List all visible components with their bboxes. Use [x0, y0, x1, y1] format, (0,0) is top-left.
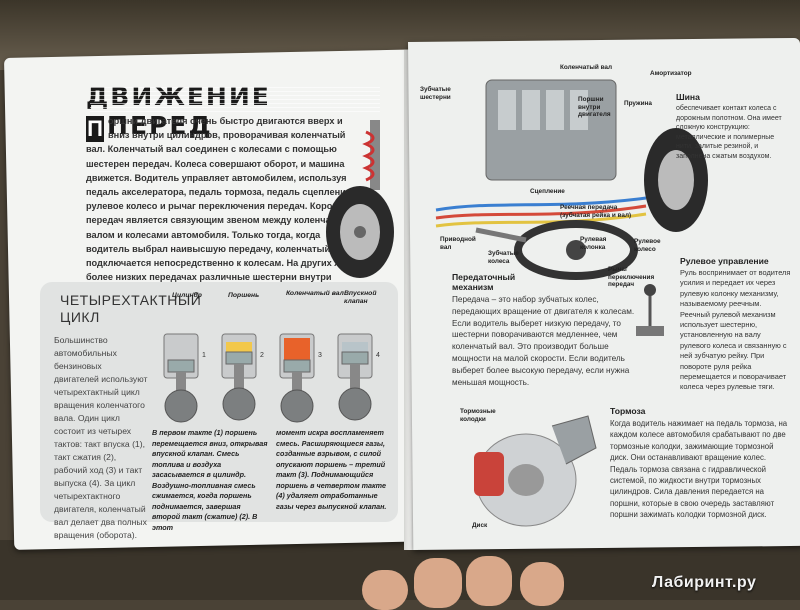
tire-heading: Шина — [676, 92, 700, 102]
label-cylinder: Цилиндр — [172, 292, 202, 299]
label-clutch: Сцепление — [530, 188, 565, 195]
label-gears: Зубчатые шестерни — [420, 86, 451, 101]
shock-strut — [370, 120, 380, 190]
brakes-heading: Тормоза — [610, 406, 646, 416]
steering-wheel — [514, 220, 638, 280]
label-piston: Поршень — [228, 292, 260, 299]
label-gear-lever: Рычаг переключения передач — [608, 266, 655, 288]
transmission-heading: Передаточный механизм — [452, 272, 516, 292]
cycle-description: Большинство автомобильных бензиновых дви… — [54, 335, 148, 540]
label-steering-wheel: Рулевое колесо — [634, 238, 661, 253]
label-steering-column: Рулевая колонка — [580, 236, 607, 251]
stroke-number-1: 1 — [202, 352, 206, 359]
tire-text: обеспечивает контакт колеса с дорожным п… — [676, 105, 782, 160]
four-stroke-cycle-box: ЧЕТЫРЕХТАКТНЫЙ ЦИКЛ Большинство автомоби… — [40, 282, 398, 540]
gear-lever-illustration — [636, 284, 664, 336]
finger-2 — [414, 558, 462, 608]
stroke-description-2: момент искра воспламеняет смесь. Расширя… — [276, 428, 387, 511]
finger-1 — [362, 570, 408, 610]
label-steering-rack: Реечная передача (зубчатая рейка и вал) — [560, 204, 632, 219]
drop-cap: П — [86, 116, 104, 142]
finger-3 — [466, 556, 512, 606]
label-shock: Амортизатор — [650, 70, 692, 77]
label-drive-shaft: Приводной вал — [440, 236, 476, 251]
stroke-3-engine — [279, 333, 315, 423]
label-disc: Диск — [472, 522, 488, 529]
suspension-arm — [551, 415, 597, 465]
label-brake-pads: Тормозные колодки — [460, 408, 496, 423]
coil-spring — [362, 130, 375, 182]
label-crankshaft: Коленчатый вал — [286, 290, 344, 297]
stroke-description-1: В первом такте (1) поршень перемещается … — [152, 428, 268, 532]
stroke-4-engine — [337, 333, 373, 421]
label-gear-wheel: Зубчатые колеса — [488, 250, 519, 265]
front-wheel-illustration — [326, 120, 394, 278]
cycle-title: ЧЕТЫРЕХТАКТНЫЙ ЦИКЛ — [60, 292, 202, 325]
chassis-illustration — [435, 79, 708, 280]
brakes-text: Когда водитель нажимает на педаль тормоз… — [610, 419, 788, 520]
brake-caliper — [474, 452, 504, 496]
stroke-1-engine — [163, 333, 199, 423]
red-pipe — [435, 204, 647, 220]
label-pistons: Поршни внутри двигателя — [578, 96, 611, 118]
label-spring: Пружина — [624, 100, 652, 107]
brake-illustration — [474, 415, 597, 527]
stroke-number-4: 4 — [376, 352, 380, 359]
steering-heading: Рулевое управление — [680, 256, 769, 266]
watermark: Лабиринт.ру — [652, 574, 757, 591]
stroke-number-2: 2 — [260, 352, 264, 359]
stroke-number-3: 3 — [318, 352, 322, 359]
finger-4 — [520, 562, 564, 606]
hub — [354, 226, 366, 238]
label-crankshaft-right: Коленчатый вал — [560, 64, 613, 71]
label-valve: Впускной клапан — [344, 290, 377, 305]
transmission-text: Передача – это набор зубчатых колес, пер… — [452, 295, 635, 387]
drive-shaft — [475, 227, 527, 243]
steering-text: Руль воспринимает от водителя усилия и п… — [680, 268, 791, 392]
engine-strokes-illustration — [163, 333, 373, 423]
stroke-2-engine — [221, 333, 257, 421]
yellow-pipe — [435, 212, 647, 228]
blue-pipe — [435, 196, 647, 212]
